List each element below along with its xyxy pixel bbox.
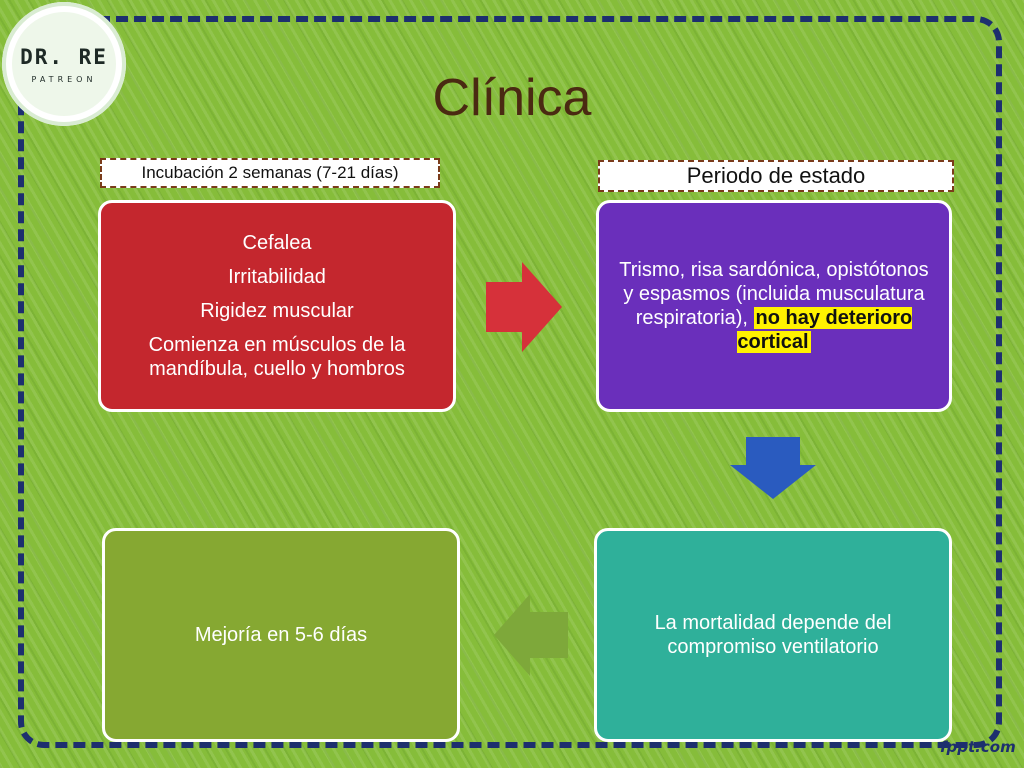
logo-sub-text: PATREON <box>31 74 97 84</box>
arrow-left-icon <box>494 594 568 676</box>
incubation-label: Incubación 2 semanas (7-21 días) <box>100 158 440 188</box>
state-period-text: Trismo, risa sardónica, opistótonos y es… <box>613 258 935 354</box>
symptom-line: Comienza en músculos de la mandíbula, cu… <box>148 334 406 380</box>
mortality-text: La mortalidad depende del compromiso ven… <box>654 612 892 658</box>
logo-main-text: DR. RE <box>20 44 108 69</box>
logo: DR. RE PATREON <box>2 2 126 126</box>
arrow-right-icon <box>486 262 562 352</box>
logo-inner: DR. RE PATREON <box>12 12 116 116</box>
improvement-card: Mejoría en 5-6 días <box>102 528 460 742</box>
slide-title: Clínica <box>432 69 592 127</box>
symptoms-card: Cefalea Irritabilidad Rigidez muscular C… <box>98 200 456 412</box>
dashed-frame <box>18 16 1002 748</box>
mortality-card: La mortalidad depende del compromiso ven… <box>594 528 952 742</box>
symptom-line: Irritabilidad <box>228 266 326 288</box>
improvement-text: Mejoría en 5-6 días <box>194 624 368 646</box>
arrow-down-icon <box>730 437 816 499</box>
period-label: Periodo de estado <box>598 160 954 192</box>
symptom-line: Cefalea <box>242 232 312 254</box>
watermark: fppt.com <box>940 738 1016 756</box>
symptom-line: Rigidez muscular <box>200 300 354 322</box>
state-period-main-text: Trismo, risa sardónica, opistótonos y es… <box>619 259 929 329</box>
state-period-card: Trismo, risa sardónica, opistótonos y es… <box>596 200 952 412</box>
highlighted-text: no hay deterioro cortical <box>737 307 913 353</box>
